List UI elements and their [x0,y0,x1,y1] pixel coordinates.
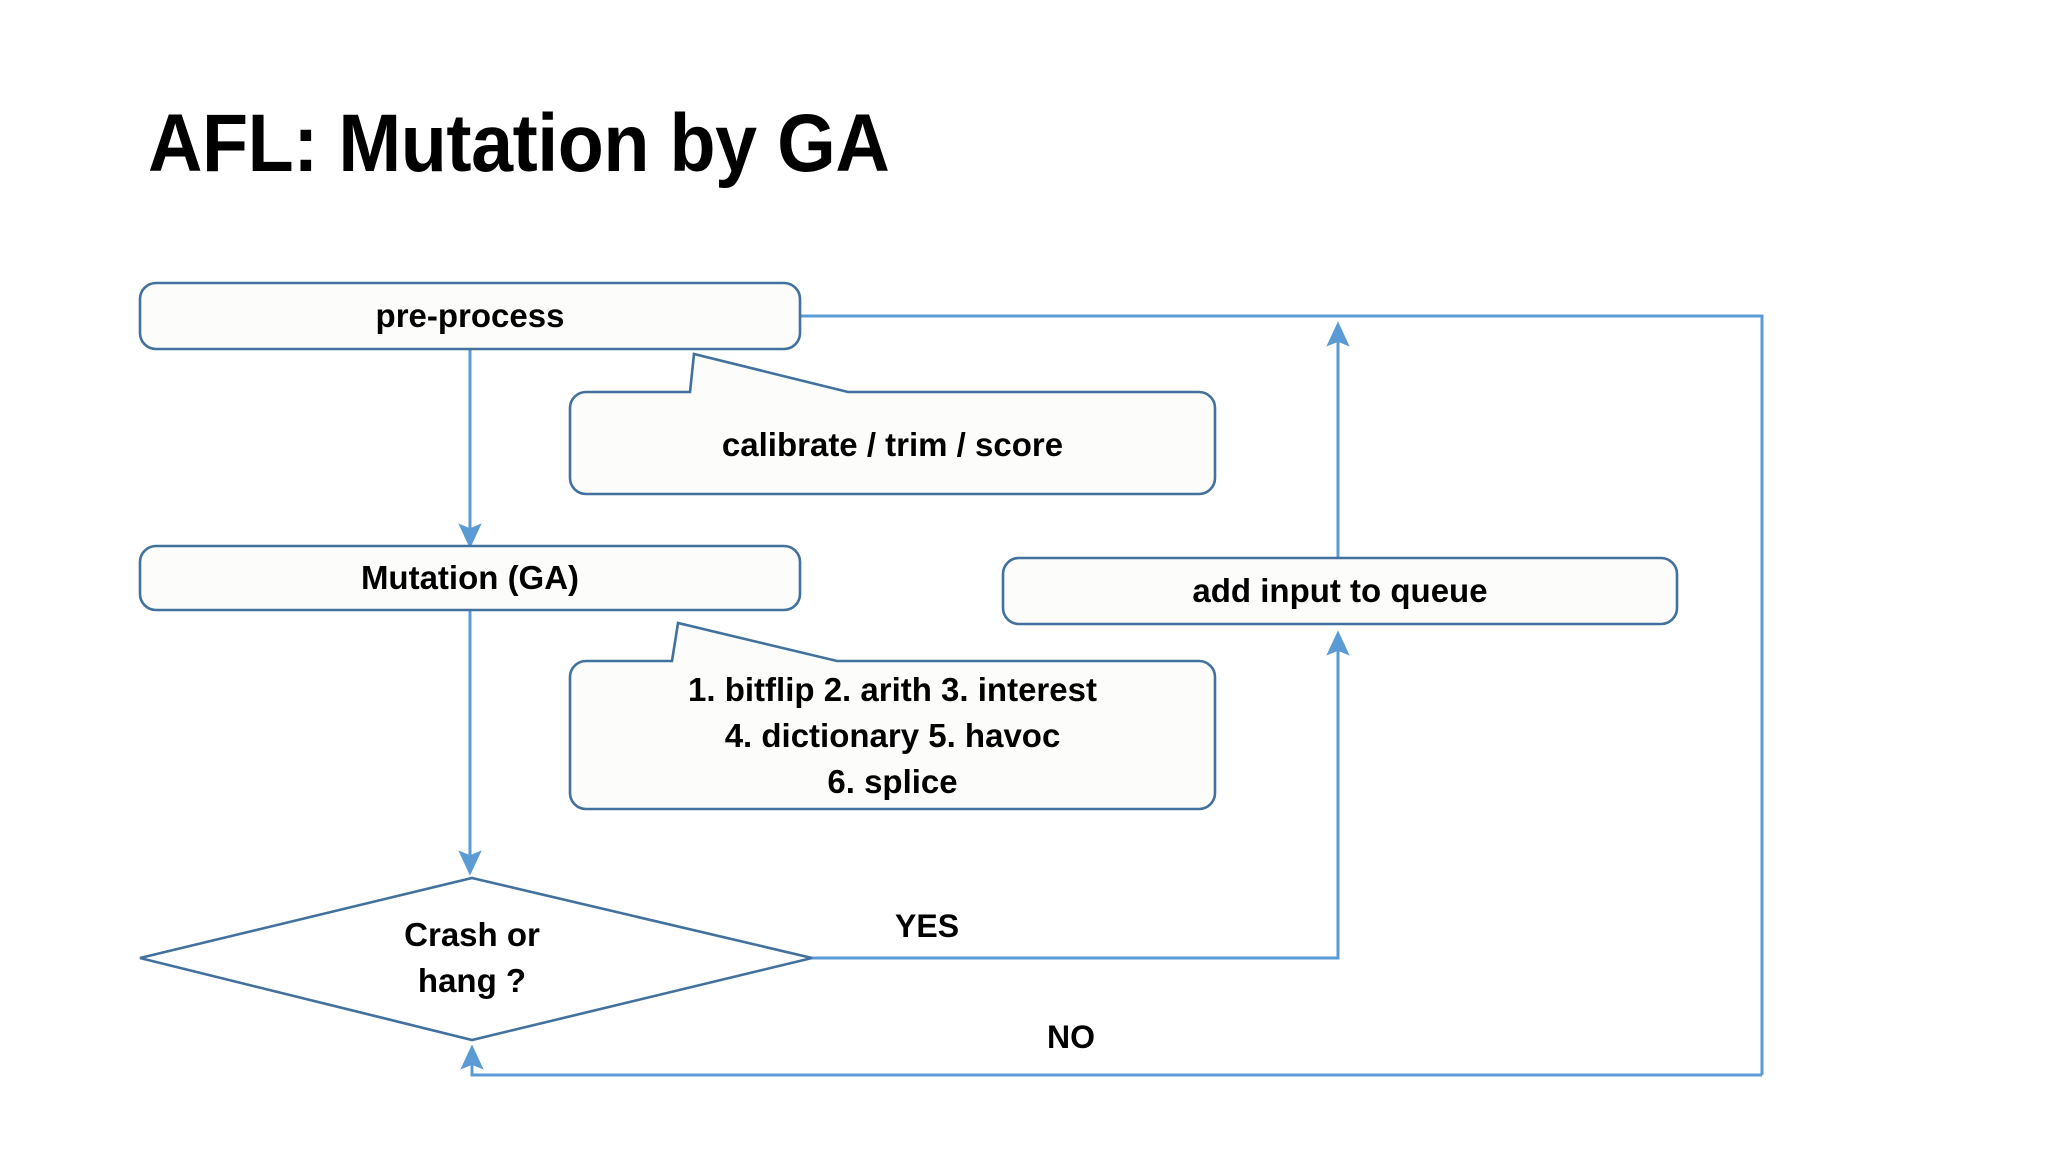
edge-no-return-to-decision [460,1044,1762,1077]
edge-label-no: NO [1047,1019,1095,1055]
edge-yes-to-add-queue [812,630,1350,960]
slide-title: AFL: Mutation by GA [148,98,890,189]
node-mutation-shape[interactable] [138,544,802,612]
edge-top-rail-right [800,314,1764,1075]
node-add-queue-shape[interactable] [1001,556,1679,626]
node-decision-shape[interactable] [139,876,813,1042]
node-pre-process-shape[interactable] [138,281,802,351]
node-mutators-shape[interactable] [568,621,1217,811]
edge-label-yes: YES [895,908,960,944]
node-calibrate-shape[interactable] [568,352,1217,496]
